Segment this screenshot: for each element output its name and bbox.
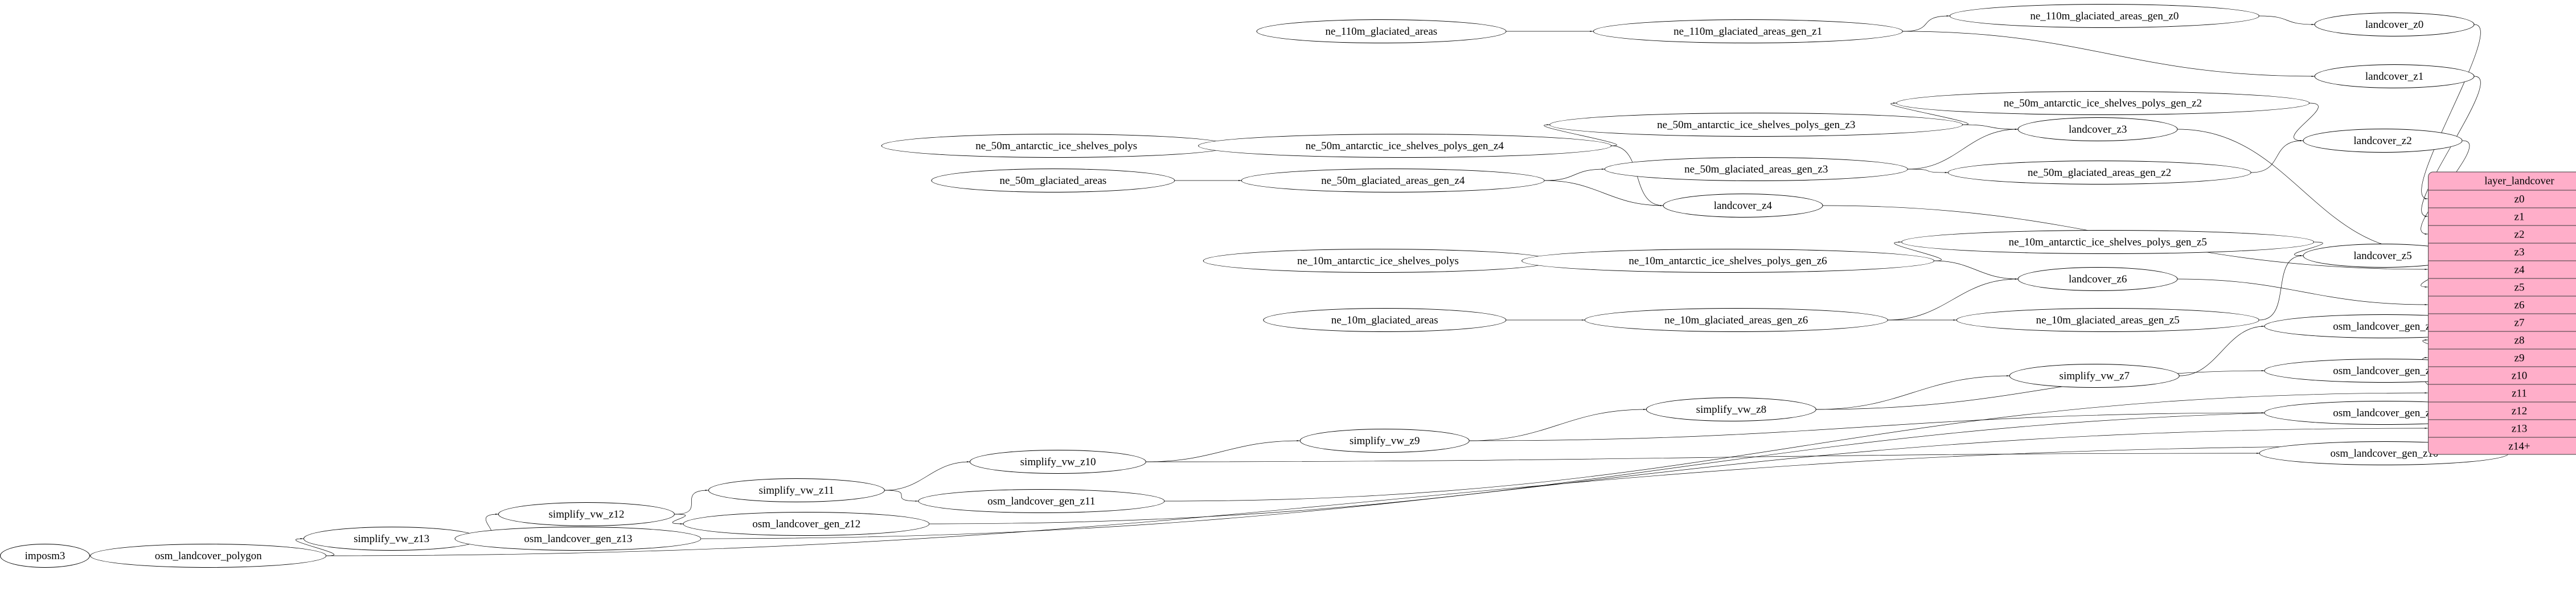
layer-landcover-row-z8[interactable]: z8: [2428, 331, 2576, 350]
layer-landcover-row-z10[interactable]: z10: [2428, 367, 2576, 385]
graph-node-landcover-z3[interactable]: landcover_z3: [2017, 117, 2178, 141]
graph-node-simplify-vw-z12[interactable]: simplify_vw_z12: [498, 502, 675, 526]
graph-node-ne-10m-glaciated-areas-gen-z6[interactable]: ne_10m_glaciated_areas_gen_z6: [1584, 308, 1888, 332]
graph-edge: [1934, 261, 2019, 281]
graph-node-landcover-z0[interactable]: landcover_z0: [2314, 13, 2475, 36]
graph-node-ne-50m-glaciated-areas-gen-z4[interactable]: ne_50m_glaciated_areas_gen_z4: [1241, 169, 1545, 192]
graph-edge: [1545, 181, 1664, 207]
layer-landcover-row-z9[interactable]: z9: [2428, 349, 2576, 367]
graph-node-simplify-vw-z10[interactable]: simplify_vw_z10: [970, 450, 1147, 474]
graph-node-ne-110m-glaciated-areas-gen-z1[interactable]: ne_110m_glaciated_areas_gen_z1: [1593, 19, 1903, 43]
graph-node-ne-10m-antarctic-ice-shelves-polys-gen-z6[interactable]: ne_10m_antarctic_ice_shelves_polys_gen_z…: [1521, 249, 1935, 273]
graph-node-ne-50m-antarctic-ice-shelves-polys-gen-z3[interactable]: ne_50m_antarctic_ice_shelves_polys_gen_z…: [1549, 113, 1963, 137]
graph-node-ne-10m-glaciated-areas-gen-z5[interactable]: ne_10m_glaciated_areas_gen_z5: [1956, 308, 2260, 332]
graph-node-imposm3[interactable]: imposm3: [0, 544, 91, 568]
graph-edge: [675, 489, 709, 514]
layer-landcover-row-z11[interactable]: z11: [2428, 384, 2576, 403]
graph-node-ne-110m-glaciated-areas[interactable]: ne_110m_glaciated_areas: [1256, 19, 1507, 43]
graph-node-landcover-z2[interactable]: landcover_z2: [2303, 129, 2463, 153]
graph-edge: [702, 427, 2429, 539]
layer-landcover-row-z5[interactable]: z5: [2428, 278, 2576, 297]
graph-edge: [1146, 452, 2261, 462]
graph-node-ne-10m-glaciated-areas[interactable]: ne_10m_glaciated_areas: [1263, 308, 1507, 332]
graph-node-ne-50m-antarctic-ice-shelves-polys-gen-z2[interactable]: ne_50m_antarctic_ice_shelves_polys_gen_z…: [1896, 91, 2310, 115]
graph-edge: [1908, 169, 1949, 174]
graph-node-ne-110m-glaciated-areas-gen-z0[interactable]: ne_110m_glaciated_areas_gen_z0: [1949, 4, 2259, 28]
layer-landcover-row-z13[interactable]: z13: [2428, 420, 2576, 438]
layer-landcover-row-z7[interactable]: z7: [2428, 314, 2576, 332]
graph-edge: [2259, 254, 2304, 320]
layer-landcover-row-z1[interactable]: z1: [2428, 208, 2576, 226]
layer-landcover-row-z12[interactable]: z12: [2428, 402, 2576, 420]
graph-node-simplify-vw-z8[interactable]: simplify_vw_z8: [1646, 397, 1816, 421]
layer-landcover-table-header: layer_landcover: [2428, 172, 2576, 191]
graph-edge: [885, 490, 919, 503]
graph-edge: [1146, 439, 1301, 462]
graph-edge: [2178, 279, 2429, 306]
layer-landcover-row-z2[interactable]: z2: [2428, 225, 2576, 244]
graph-node-ne-10m-antarctic-ice-shelves-polys-gen-z5[interactable]: ne_10m_antarctic_ice_shelves_polys_gen_z…: [1901, 230, 2315, 254]
graph-node-ne-50m-glaciated-areas-gen-z3[interactable]: ne_50m_glaciated_areas_gen_z3: [1604, 157, 1908, 181]
graph-node-landcover-z4[interactable]: landcover_z4: [1663, 194, 1823, 218]
graph-node-osm-landcover-gen-z11[interactable]: osm_landcover_gen_z11: [918, 489, 1165, 513]
graph-node-ne-50m-glaciated-areas[interactable]: ne_50m_glaciated_areas: [931, 169, 1175, 192]
graph-node-osm-landcover-polygon[interactable]: osm_landcover_polygon: [90, 544, 327, 568]
graph-node-landcover-z6[interactable]: landcover_z6: [2017, 267, 2178, 291]
graph-node-ne-50m-antarctic-ice-shelves-polys[interactable]: ne_50m_antarctic_ice_shelves_polys: [881, 134, 1232, 158]
graph-edge: [1470, 411, 2266, 441]
graph-edge: [2180, 325, 2266, 376]
graph-edge: [2259, 16, 2315, 26]
graph-node-ne-10m-antarctic-ice-shelves-polys[interactable]: ne_10m_antarctic_ice_shelves_polys: [1203, 249, 1553, 273]
graph-edge: [930, 409, 2429, 524]
graph-node-simplify-vw-z7[interactable]: simplify_vw_z7: [2009, 364, 2180, 388]
graph-edge: [1903, 31, 2315, 78]
layer-landcover-row-z14plus[interactable]: z14+: [2428, 437, 2576, 454]
graph-node-osm-landcover-gen-z12[interactable]: osm_landcover_gen_z12: [683, 512, 930, 536]
graph-edge: [1545, 167, 1606, 181]
graph-node-landcover-z1[interactable]: landcover_z1: [2314, 64, 2475, 88]
graph-node-simplify-vw-z9[interactable]: simplify_vw_z9: [1299, 429, 1470, 453]
graph-edge: [2251, 139, 2304, 173]
graph-edge: [1816, 374, 2011, 409]
graph-edge: [1903, 14, 1950, 31]
graph-edge: [885, 460, 971, 490]
graph-node-simplify-vw-z11[interactable]: simplify_vw_z11: [708, 478, 885, 502]
layer-landcover-row-z3[interactable]: z3: [2428, 243, 2576, 261]
layer-landcover-row-z6[interactable]: z6: [2428, 296, 2576, 314]
layer-landcover-row-z4[interactable]: z4: [2428, 261, 2576, 279]
graph-node-ne-50m-antarctic-ice-shelves-polys-gen-z4[interactable]: ne_50m_antarctic_ice_shelves_polys_gen_z…: [1197, 134, 1611, 158]
graph-edge: [1470, 408, 1647, 441]
graph-node-osm-landcover-gen-z13[interactable]: osm_landcover_gen_z13: [454, 527, 702, 551]
graph-edge: [1963, 125, 2019, 131]
layer-landcover-row-z0[interactable]: z0: [2428, 190, 2576, 208]
graph-node-simplify-vw-z13[interactable]: simplify_vw_z13: [303, 527, 480, 551]
graph-node-ne-50m-glaciated-areas-gen-z2[interactable]: ne_50m_glaciated_areas_gen_z2: [1947, 161, 2251, 184]
